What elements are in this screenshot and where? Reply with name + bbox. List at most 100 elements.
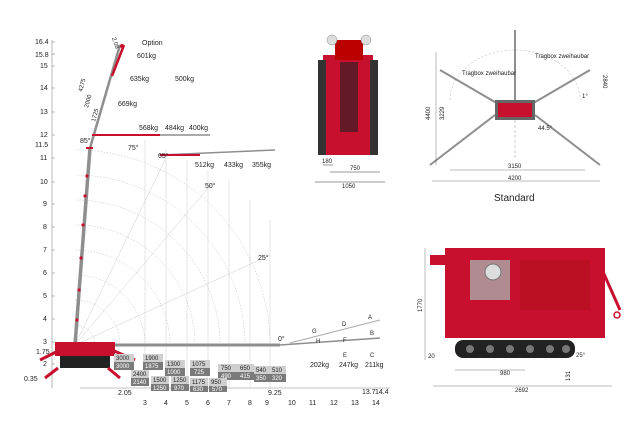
cap-val: 1250	[173, 378, 187, 384]
point-letter: H	[316, 339, 320, 345]
y-tick: 11.5	[35, 142, 48, 149]
x-tick: 3	[143, 400, 147, 407]
cap-val: 3000	[116, 356, 130, 362]
x-tick: 13.7	[362, 389, 376, 396]
y-tick: 0.35	[24, 376, 38, 383]
cap-val: 510	[272, 368, 283, 374]
outrigger-view: Tragbox zweihaubar Tragbox zweihaubar 44…	[426, 30, 607, 204]
option-label: Option	[142, 40, 163, 47]
y-tick: 8	[43, 224, 47, 231]
cap-val: 350	[256, 376, 267, 382]
x-tick: 13	[351, 400, 359, 407]
lamp-icon	[360, 34, 372, 46]
outrigger-label: Tragbox zweihaubar	[462, 71, 516, 77]
lamp-icon	[326, 34, 338, 46]
capacity-row-4	[131, 378, 227, 392]
load-top-d: 635kg	[130, 76, 149, 83]
load-mid-e: 433kg	[224, 162, 243, 169]
cap-val: 1000	[167, 370, 181, 376]
capacity-row-2-text: 3000 1875 1000 725 490 415 350 320	[116, 364, 283, 382]
boom-length: 1725	[91, 107, 100, 122]
y-tick: 2	[43, 361, 47, 368]
radius-arcs	[74, 149, 271, 346]
angle-85: 85°	[80, 137, 91, 145]
y-tick: 14	[40, 85, 48, 92]
cap-val: 1250	[153, 386, 167, 392]
x-tick: 14	[372, 400, 380, 407]
x-gridlines	[144, 140, 271, 388]
capacity-row-1	[114, 354, 286, 374]
cap-val: 950	[211, 380, 222, 386]
x-tick: 11	[309, 400, 316, 407]
x-tick: 10	[288, 400, 296, 407]
angle-75: 75°	[128, 144, 139, 152]
cap-val: 750	[221, 366, 232, 372]
y-tick: 10	[40, 179, 48, 186]
y-tick: 7	[43, 247, 47, 254]
x-tick: 2.05	[118, 390, 132, 397]
point-letter: A	[368, 315, 372, 321]
flyjib-low-angled	[289, 319, 381, 344]
hook-icon	[120, 44, 124, 48]
x-tick: 12	[330, 400, 338, 407]
capacity-row-2	[114, 362, 286, 382]
capacity-row-3	[131, 370, 227, 386]
y-tick: 15	[40, 63, 48, 70]
cap-val: 2400	[133, 372, 147, 378]
cap-val: 3000	[116, 364, 130, 370]
point-letter: C	[370, 353, 375, 359]
flyjib-low	[279, 337, 381, 346]
boom-length: 4275	[78, 77, 87, 92]
cap-val: 540	[256, 368, 267, 374]
y-tick: 9	[43, 201, 47, 208]
dim-angle: 25°	[576, 353, 586, 359]
cap-val: 490	[221, 374, 232, 380]
cap-val: 1875	[145, 364, 159, 370]
dim-4400: 4400	[426, 106, 432, 120]
angle-50: 50°	[205, 182, 216, 190]
load-top-f: 484kg	[165, 125, 184, 132]
boom-length: 2000	[84, 93, 93, 108]
y-tick: 3	[43, 339, 47, 346]
cap-val: 630	[193, 387, 204, 393]
cap-val: 650	[240, 366, 251, 372]
point-letter: B	[370, 331, 374, 337]
x-tick: 5	[185, 400, 189, 407]
dim-4200: 4200	[508, 176, 522, 182]
side-view: 1770 20 980 2692 25° 131	[418, 248, 622, 394]
cap-val: 2140	[133, 380, 147, 386]
x-tick: 9	[265, 400, 269, 407]
cap-val: 1300	[167, 362, 181, 368]
cap-val: 570	[212, 387, 223, 393]
load-top-c: 400kg	[189, 125, 208, 132]
mast-markers	[75, 174, 89, 322]
cap-val: 1500	[153, 378, 167, 384]
dim-2692: 2692	[515, 388, 529, 394]
cap-val: 725	[194, 370, 205, 376]
hook-icon	[613, 311, 621, 319]
load-top-e: 568kg	[139, 125, 158, 132]
angle-0: 0°	[278, 335, 285, 343]
y-tick: 6	[43, 270, 47, 277]
cap-val: 970	[174, 386, 185, 392]
dim-750: 750	[350, 166, 361, 172]
load-low-h: 202kg	[310, 362, 329, 369]
boom-mast	[73, 147, 92, 346]
dim-angle2: 1°	[582, 94, 588, 100]
dim-1770: 1770	[418, 298, 424, 312]
dim-131: 131	[566, 370, 572, 381]
load-top-b: 500kg	[175, 76, 194, 83]
x-tick: 6	[206, 400, 210, 407]
dim-980: 980	[500, 371, 511, 377]
x-tick: 4	[164, 400, 168, 407]
load-low-e: 247kg	[339, 362, 358, 369]
dim-angle: 44.5°	[538, 126, 553, 132]
load-low-c: 211kg	[365, 362, 384, 369]
dim-3150: 3150	[508, 164, 522, 170]
track-rollers	[466, 345, 570, 353]
dim-1050: 1050	[342, 184, 356, 190]
y-tick: 15.8	[35, 52, 49, 59]
y-tick: 12	[40, 132, 48, 139]
angle-rays	[74, 159, 271, 346]
